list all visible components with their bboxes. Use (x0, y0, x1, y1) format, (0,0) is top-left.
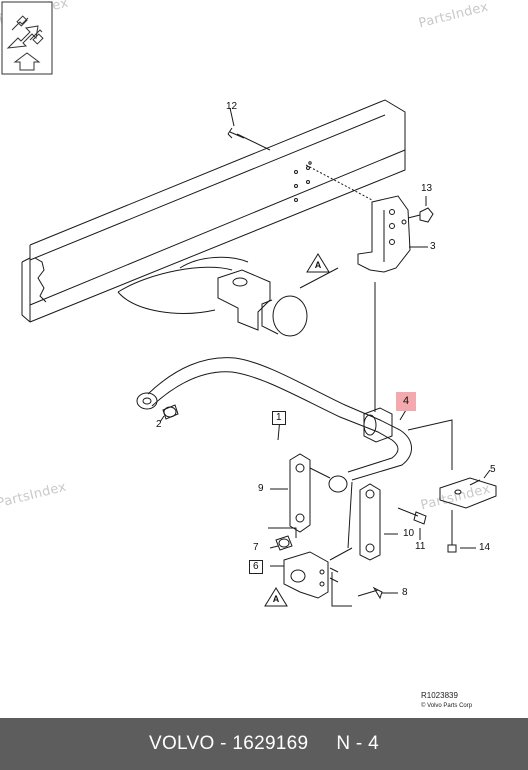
footer-separator: - (214, 733, 233, 754)
reference-code: R1023839 © Volvo Parts Corp (421, 691, 472, 711)
bolt-11 (397, 507, 427, 525)
footer-brand: VOLVO (148, 733, 215, 754)
nut-13 (419, 207, 434, 223)
part-footer: VOLVO - 1629169 N - 4 (0, 718, 528, 770)
callout-10[interactable]: 10 (403, 528, 415, 539)
callout-6[interactable]: 6 (249, 560, 263, 574)
up-arrow-icon (13, 52, 41, 71)
stabilizer-bar (147, 357, 412, 481)
callout-7[interactable]: 7 (253, 542, 259, 553)
callout-4[interactable]: 4 (396, 392, 416, 411)
reference-triangle (264, 587, 288, 607)
callout-9[interactable]: 9 (258, 483, 264, 494)
callout-8[interactable]: 8 (402, 587, 408, 598)
reference-triangle (306, 253, 330, 273)
navigation-arrows-icon[interactable] (0, 0, 55, 76)
callout-13[interactable]: 13 (421, 183, 433, 194)
triangle-label: A (314, 260, 322, 270)
copyright-text: © Volvo Parts Corp (421, 703, 473, 709)
callout-1[interactable]: 1 (272, 411, 286, 425)
callout-5[interactable]: 5 (490, 464, 496, 475)
diagram-code: R1023839 (421, 691, 458, 700)
diagram-stage: PartsIndex PartsIndex PartsIndex PartsIn… (0, 0, 497, 711)
exploded-view-drawing (21, 99, 497, 607)
bolt-12 (227, 127, 245, 139)
callout-2[interactable]: 2 (156, 419, 162, 430)
footer-part-number: 1629169 (232, 733, 309, 754)
axle-bracket (217, 269, 271, 331)
bushing-7 (275, 535, 293, 551)
callout-11[interactable]: 11 (415, 541, 426, 552)
callout-12[interactable]: 12 (226, 101, 238, 112)
bolt-8 (357, 586, 383, 600)
bracket-3 (357, 195, 411, 273)
link-10 (359, 483, 381, 561)
callout-3[interactable]: 3 (430, 241, 436, 252)
bracket-6 (283, 551, 329, 599)
link-9 (289, 453, 311, 533)
plate-5 (439, 477, 497, 509)
bolt-14 (447, 510, 457, 553)
callout-14[interactable]: 14 (479, 542, 491, 553)
footer-section: N - 4 (336, 733, 380, 754)
bushing-4 (363, 407, 393, 443)
triangle-label: A (272, 594, 280, 604)
footer-gap (308, 733, 336, 755)
